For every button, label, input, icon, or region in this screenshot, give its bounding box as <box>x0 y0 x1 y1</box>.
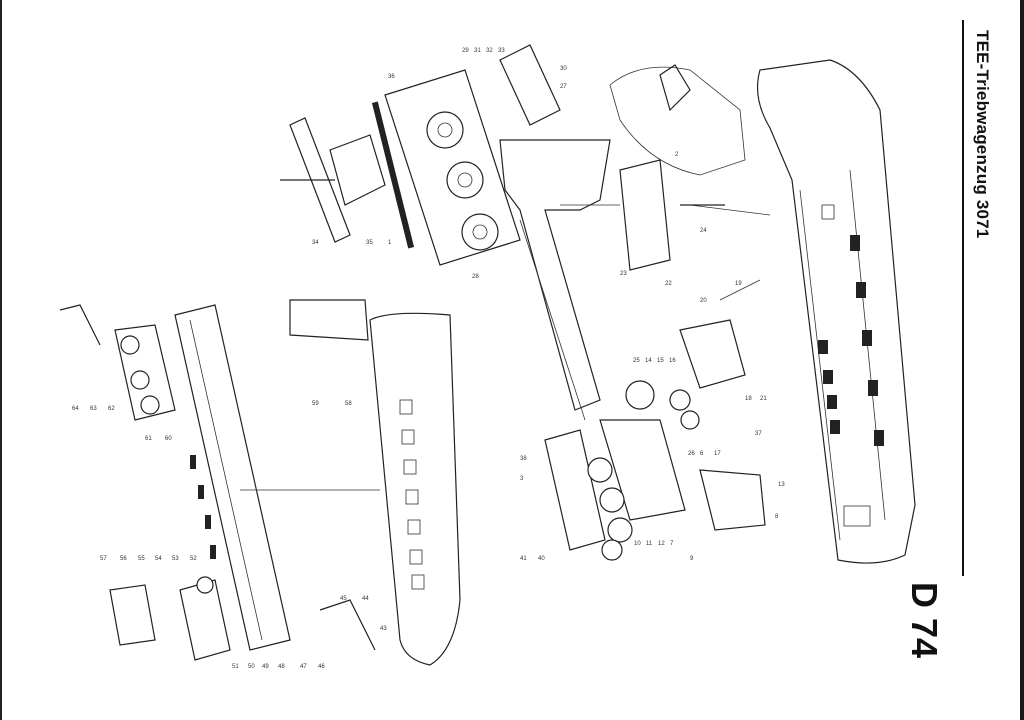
callout: 36 <box>388 74 395 80</box>
callout: 59 <box>312 401 319 407</box>
callout: 16 <box>669 358 676 364</box>
page-code: D 74 <box>904 582 945 659</box>
page-edge-left <box>0 0 2 720</box>
callout: 14 <box>645 358 652 364</box>
callout: 22 <box>665 281 672 287</box>
callout: 52 <box>190 556 197 562</box>
trailing-bogie-upper <box>544 429 633 561</box>
callout: 43 <box>380 626 387 632</box>
callout: 49 <box>262 664 269 670</box>
callout: 31 <box>474 48 481 54</box>
trailer-bogie-bottom <box>109 576 376 661</box>
callout: 3 <box>520 476 524 482</box>
callout: 48 <box>278 664 285 670</box>
trailer-car-body <box>289 299 461 666</box>
callout: 9 <box>690 556 694 562</box>
locomotive-body-shell <box>757 59 916 564</box>
callout: 46 <box>318 664 325 670</box>
callout: 20 <box>700 298 707 304</box>
callout: 58 <box>345 401 352 407</box>
callout: 51 <box>232 664 239 670</box>
callout: 61 <box>145 436 152 442</box>
callout: 28 <box>472 274 479 280</box>
callout: 19 <box>735 281 742 287</box>
callout: 6 <box>700 451 704 457</box>
callout-numbers-lower: 64 63 62 61 60 59 58 57 56 55 54 53 52 5… <box>72 401 387 670</box>
chassis-frame <box>499 139 611 421</box>
callout: 54 <box>155 556 162 562</box>
trailer-chassis <box>174 304 291 651</box>
callout-numbers-upper: 36 29 31 32 33 30 27 2 24 23 22 19 20 21… <box>312 48 785 562</box>
roof-part <box>609 64 746 176</box>
motor-assembly <box>499 44 725 271</box>
coupling-assembly <box>280 117 386 243</box>
callout: 7 <box>670 541 674 547</box>
leader-lines <box>240 204 771 491</box>
callout: 64 <box>72 406 79 412</box>
callout: 32 <box>486 48 493 54</box>
callout: 26 <box>688 451 695 457</box>
callout: 24 <box>700 228 707 234</box>
gear-assembly <box>599 279 766 531</box>
callout: 33 <box>498 48 505 54</box>
trailer-bogie-left <box>59 304 176 421</box>
callout: 29 <box>462 48 469 54</box>
callout: 11 <box>646 541 653 547</box>
callout: 60 <box>165 436 172 442</box>
title-rule <box>962 20 964 576</box>
callout: 38 <box>520 456 527 462</box>
callout: 12 <box>658 541 665 547</box>
callout: 56 <box>120 556 127 562</box>
callout: 13 <box>778 482 785 488</box>
motor-bogie-top <box>371 69 521 266</box>
callout: 50 <box>248 664 255 670</box>
callout: 47 <box>300 664 307 670</box>
callout: 18 <box>745 396 752 402</box>
callout: 35 <box>366 240 373 246</box>
document-title: TEE-Triebwagenzug 3071 <box>973 30 992 239</box>
callout: 44 <box>362 596 369 602</box>
callout: 10 <box>634 541 641 547</box>
callout: 23 <box>620 271 627 277</box>
callout: 63 <box>90 406 97 412</box>
callout: 1 <box>388 240 392 246</box>
callout: 15 <box>657 358 664 364</box>
callout: 40 <box>538 556 545 562</box>
callout: 57 <box>100 556 107 562</box>
callout: 62 <box>108 406 115 412</box>
callout: 45 <box>340 596 347 602</box>
callout: 2 <box>675 152 679 158</box>
page-edge-right <box>1020 0 1024 720</box>
callout: 41 <box>520 556 527 562</box>
callout: 21 <box>760 396 767 402</box>
callout: 25 <box>633 358 640 364</box>
callout: 55 <box>138 556 145 562</box>
callout: 37 <box>755 431 762 437</box>
callout: 53 <box>172 556 179 562</box>
callout: 8 <box>775 514 779 520</box>
callout: 34 <box>312 240 319 246</box>
callout: 30 <box>560 66 567 72</box>
callout: 27 <box>560 84 567 90</box>
callout: 17 <box>714 451 721 457</box>
